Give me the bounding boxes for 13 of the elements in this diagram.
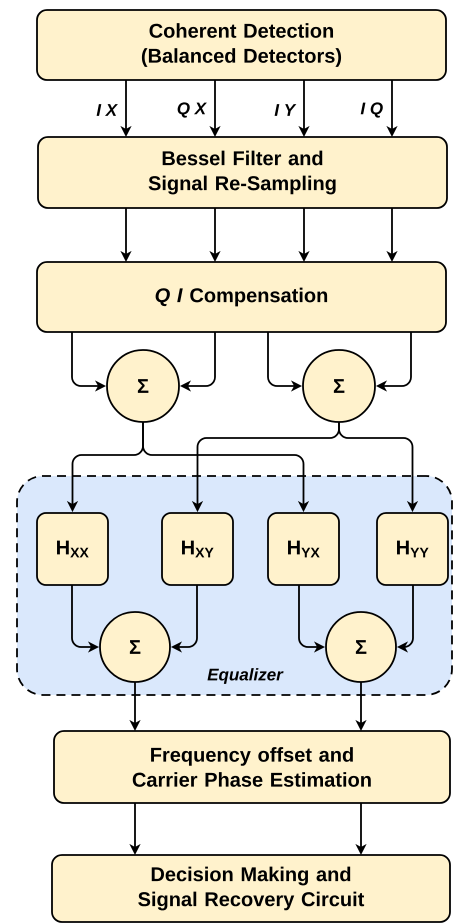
process-box: Bessel Filter and Signal Re-Sampling <box>37 136 448 209</box>
process-box: Decision Making and Signal Recovery Circuit <box>51 854 451 923</box>
filter-box: H$_{XY}$ <box>161 512 234 586</box>
filter-box: H$_{YY}$ <box>376 512 449 586</box>
filter-box: H$_{XX}$ <box>36 512 109 586</box>
process-box: Q I Compensation <box>36 261 447 333</box>
edge-label: I X <box>95 103 118 117</box>
filter-box: H$_{YX}$ <box>267 512 340 586</box>
edge-label: I Q <box>359 101 384 119</box>
edge-label: I Y <box>273 103 296 117</box>
process-box: Coherent Detection (Balanced Detectors) <box>36 9 447 81</box>
edge-label: Q X <box>176 101 208 119</box>
process-box: Frequency offset and Carrier Phase Estimation <box>53 730 451 804</box>
